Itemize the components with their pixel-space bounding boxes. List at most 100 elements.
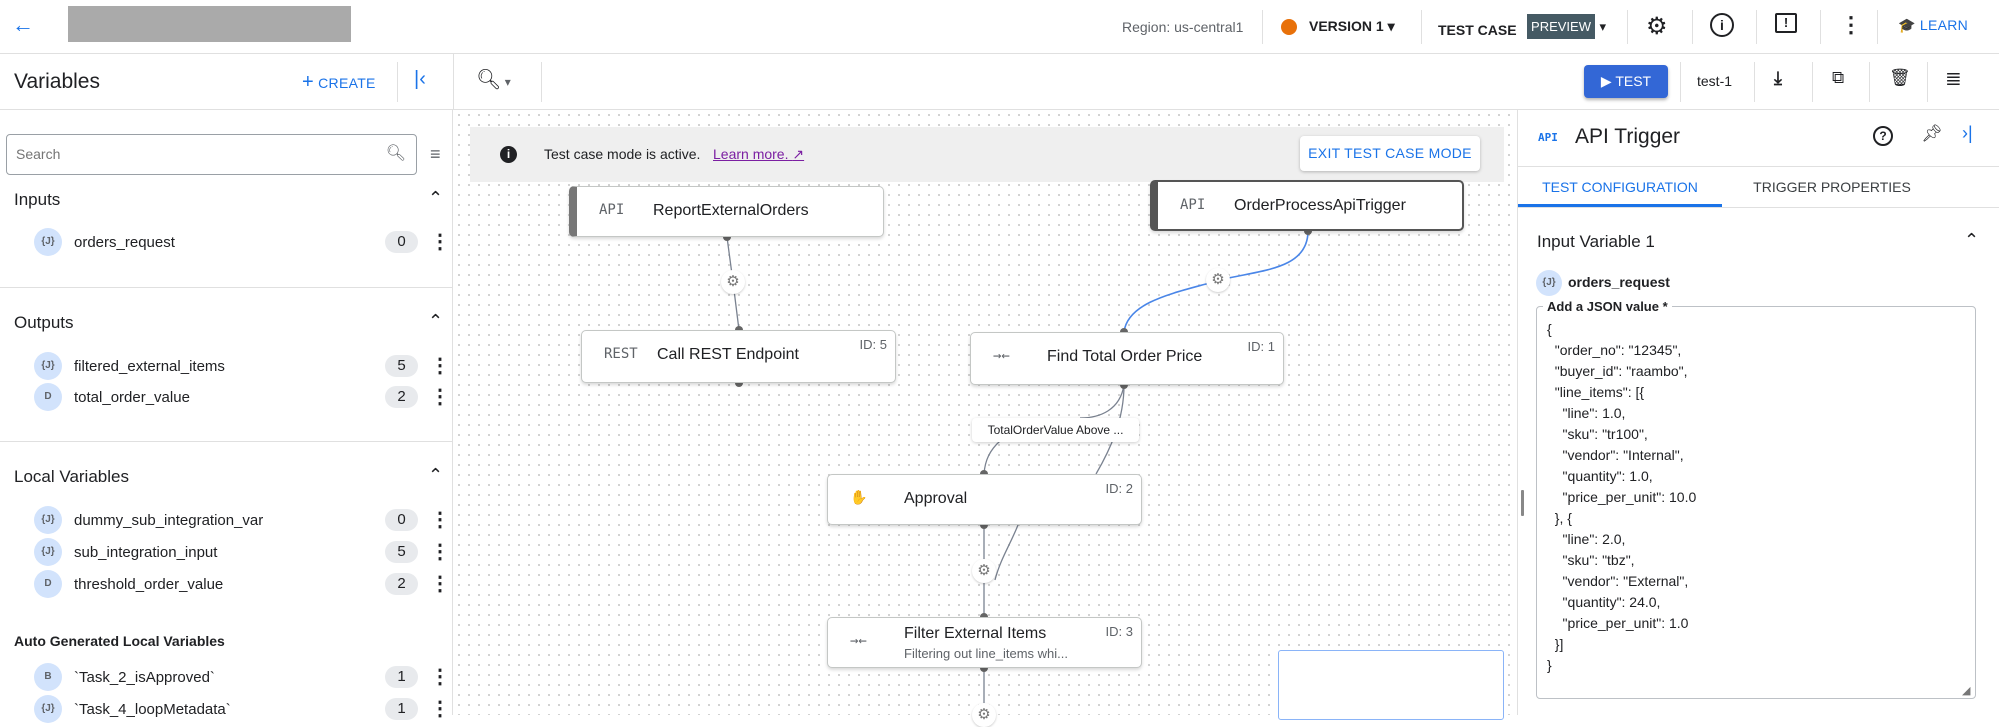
node-title: ReportExternalOrders [653, 202, 809, 219]
close-panel-icon[interactable]: ›| [1962, 123, 1973, 143]
search-input[interactable] [16, 146, 356, 162]
more-vert-icon[interactable]: ⋮ [430, 666, 450, 688]
tab-trigger-properties[interactable]: TRIGGER PROPERTIES [1722, 167, 1942, 207]
double-type-icon: D [34, 570, 62, 598]
exit-test-case-mode-button[interactable]: EXIT TEST CASE MODE [1300, 136, 1480, 171]
test-case-label: TEST CASE [1438, 22, 1517, 38]
more-vert-icon[interactable]: ⋮ [430, 573, 450, 595]
exit-label: EXIT TEST CASE MODE [1308, 145, 1472, 161]
banner-text: Test case mode is active. [544, 146, 701, 162]
json-value-textarea[interactable]: { "order_no": "12345", "buyer_id": "raam… [1536, 306, 1976, 699]
create-button[interactable]: + CREATE [302, 71, 376, 94]
trigger-node-order-process-api[interactable]: API OrderProcessApiTrigger [1150, 180, 1464, 231]
json-type-icon: {J} [34, 538, 62, 566]
delete-icon[interactable]: 🗑︎ [1889, 68, 1911, 87]
task-node-find-total-order-price[interactable]: →← Find Total Order Price ID: 1 [970, 332, 1284, 385]
download-icon[interactable]: ⤓ [1774, 68, 1782, 88]
more-vert-icon[interactable]: ⋮ [430, 355, 450, 377]
more-vert-icon[interactable]: ⋮ [430, 231, 450, 253]
edge-condition-gear-icon[interactable]: ⚙ [1206, 268, 1230, 292]
feedback-icon[interactable]: ! [1775, 13, 1797, 33]
api-icon: API [1180, 197, 1206, 213]
edge-condition-gear-icon[interactable]: ⚙ [972, 703, 996, 727]
json-line: "quantity": 1.0, [1547, 468, 1653, 484]
variable-item[interactable]: B`Task_2_isApproved`1⋮ [34, 663, 450, 691]
copy-icon[interactable]: ⧉ [1832, 68, 1845, 87]
pin-icon[interactable]: 📌︎ [1921, 124, 1943, 143]
info-icon[interactable]: i [1710, 13, 1734, 37]
hand-icon: ✋ [850, 490, 868, 506]
more-vert-icon[interactable]: ⋮ [430, 541, 450, 563]
tab-test-configuration[interactable]: TEST CONFIGURATION [1518, 167, 1722, 207]
test-case-name[interactable]: test-1 [1697, 73, 1733, 89]
test-case-dropdown[interactable]: TEST CASE PREVIEW ▾ [1438, 14, 1606, 40]
node-description: Filtering out line_items whi... [904, 646, 1069, 661]
zoom-in-icon: 🔍︎ [476, 69, 502, 91]
edge-label[interactable]: TotalOrderValue Above ... [972, 418, 1139, 442]
json-line: }] [1547, 636, 1564, 652]
test-label: TEST [1615, 73, 1652, 89]
node-title: OrderProcessApiTrigger [1234, 197, 1406, 214]
filter-sort-icon[interactable]: ≡ [430, 144, 441, 164]
json-line: { [1547, 321, 1552, 337]
region-label: Region: us-central1 [1122, 19, 1244, 35]
help-icon[interactable]: ? [1873, 126, 1893, 146]
panel-title: API Trigger [1575, 125, 1681, 148]
chevron-up-icon[interactable]: ⌃ [428, 188, 444, 208]
edge-condition-gear-icon[interactable]: ⚙ [721, 270, 745, 294]
learn-more-link[interactable]: Learn more. ↗ [713, 146, 804, 163]
json-type-icon: {J} [1536, 270, 1562, 296]
json-line: "sku": "tr100", [1547, 426, 1648, 442]
variable-name: orders_request [1568, 274, 1670, 290]
outputs-header: Outputs [14, 313, 74, 332]
node-id: ID: 1 [1247, 339, 1275, 354]
edge-condition-gear-icon[interactable]: ⚙ [972, 559, 996, 583]
json-line: "order_no": "12345", [1547, 342, 1682, 358]
node-id: ID: 3 [1105, 624, 1133, 639]
info-filled-icon: i [500, 146, 517, 163]
play-icon: ▶ [1600, 73, 1612, 89]
minimap[interactable] [1278, 650, 1504, 720]
search-icon[interactable]: 🔍︎ [385, 145, 406, 162]
more-vert-icon[interactable]: ⋮ [430, 386, 450, 408]
json-line: }, { [1547, 510, 1572, 526]
data-mapping-icon: →← [993, 348, 1010, 364]
usage-count-badge: 2 [385, 386, 418, 408]
caret-down-icon: ▾ [501, 75, 511, 89]
more-vert-icon[interactable]: ⋮ [1840, 12, 1862, 37]
resize-grip-icon[interactable]: ◢ [1962, 685, 1971, 697]
json-line: "vendor": "External", [1547, 573, 1689, 589]
settings-gear-icon[interactable]: ⚙ [1646, 13, 1668, 40]
test-button[interactable]: ▶ TEST [1584, 65, 1668, 98]
more-vert-icon[interactable]: ⋮ [430, 509, 450, 531]
toolbar: Variables + CREATE |‹ 🔍︎ ▾ ▶ TEST test-1… [0, 54, 1999, 110]
create-label: CREATE [318, 75, 376, 91]
json-line: "line_items": [{ [1547, 384, 1645, 400]
back-arrow-icon[interactable]: ← [12, 12, 34, 37]
zoom-dropdown[interactable]: 🔍︎ ▾ [476, 67, 511, 92]
chevron-up-icon[interactable]: ⌃ [428, 465, 444, 485]
node-title: Find Total Order Price [1047, 348, 1203, 365]
top-bar: ← Region: us-central1 VERSION 1 ▾ TEST C… [0, 0, 1999, 54]
search-field[interactable]: 🔍︎ [6, 134, 417, 175]
chevron-up-icon[interactable]: ⌃ [428, 311, 444, 331]
version-dropdown[interactable]: VERSION 1 ▾ [1309, 18, 1395, 35]
edge [994, 524, 1019, 581]
json-line: "price_per_unit": 1.0 [1547, 615, 1689, 631]
menu-icon[interactable]: ≣ [1945, 68, 1962, 90]
collapse-left-icon[interactable]: |‹ [414, 68, 426, 90]
chevron-up-icon[interactable]: ⌃ [1964, 230, 1980, 250]
resize-handle[interactable] [1521, 490, 1524, 516]
learn-button[interactable]: 🎓 LEARN [1898, 17, 1968, 35]
